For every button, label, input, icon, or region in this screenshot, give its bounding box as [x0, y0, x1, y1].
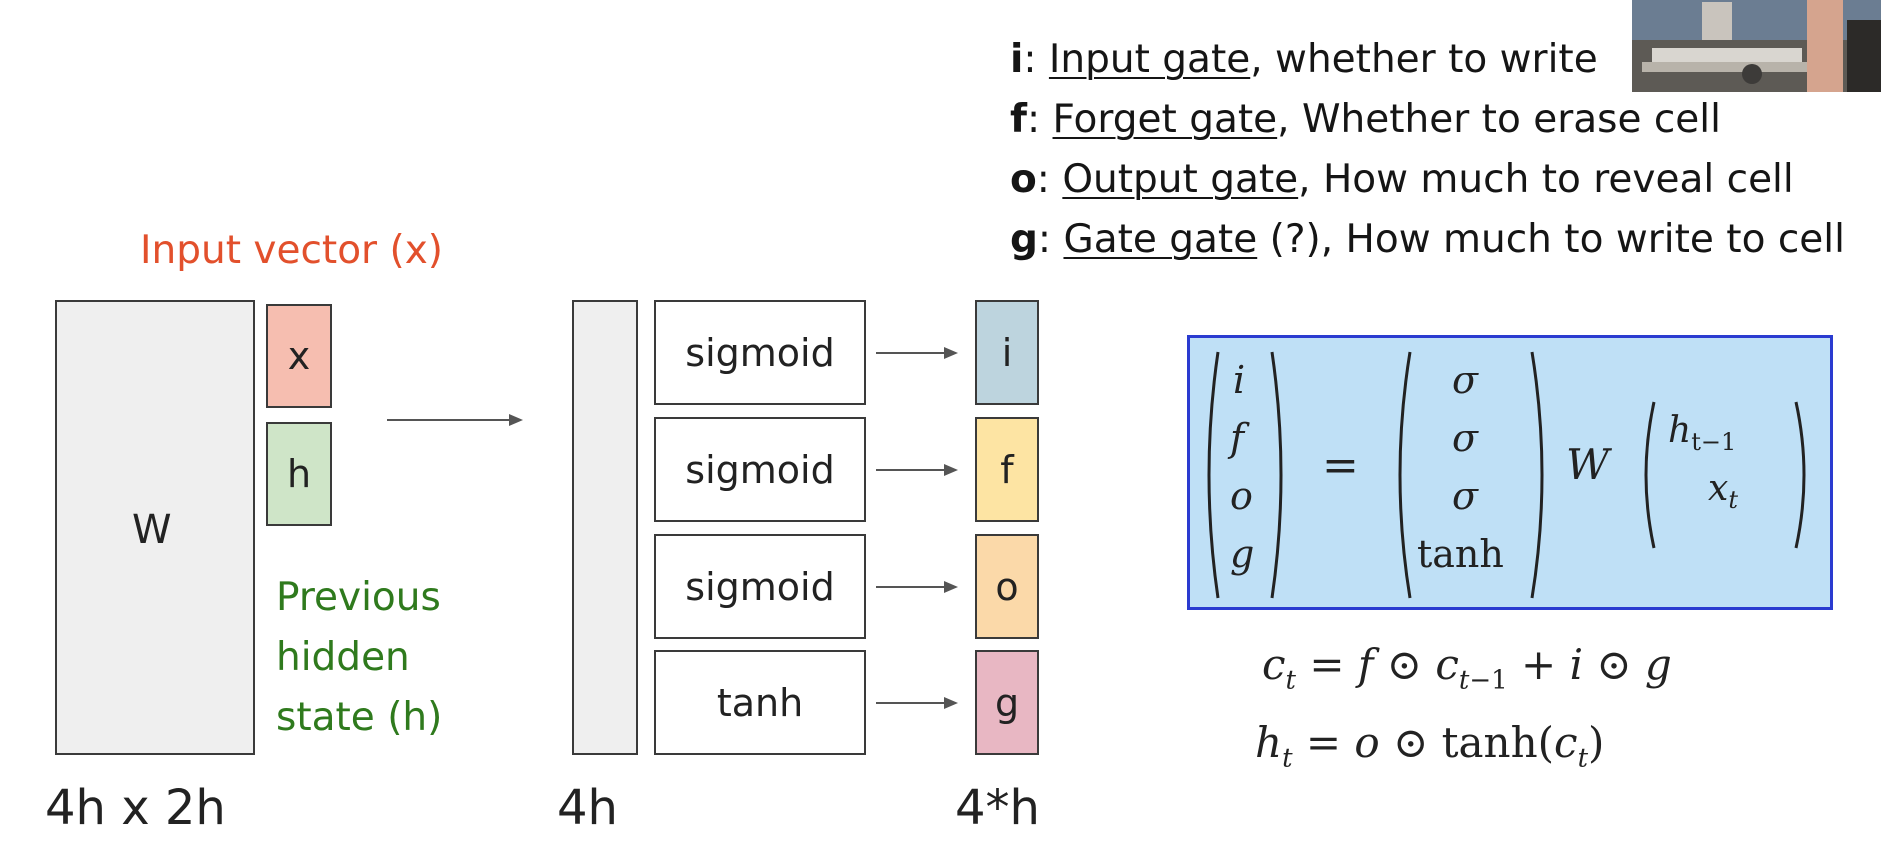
gate-box-o: o — [975, 534, 1039, 639]
function-box-sigmoid-o: sigmoid — [654, 534, 866, 639]
vec-h-symbol: h — [1668, 410, 1692, 451]
lecturer-video-icon — [1632, 0, 1881, 92]
legend-name: Output gate — [1062, 157, 1299, 202]
legend-item-g: g: Gate gate (?), How much to write to c… — [1010, 217, 1845, 262]
cell-update-equation: ct = f ⊙ ct−1 + i ⊙ g — [1262, 640, 1672, 695]
activation-dims-label: 4h — [557, 780, 618, 836]
gate-box-g: g — [975, 650, 1039, 755]
legend-name: Input gate — [1048, 37, 1251, 82]
rhs-tanh: tanh — [1417, 532, 1504, 576]
input-vector-x: x — [266, 304, 332, 408]
right-paren-icon — [1270, 351, 1283, 599]
left-paren-icon — [1207, 351, 1220, 599]
lhs-g: g — [1230, 532, 1255, 576]
legend-desc: , Whether to erase cell — [1277, 97, 1721, 142]
vec-x-t: xt — [1708, 468, 1738, 514]
transform-arrow-icon — [387, 414, 523, 426]
legend-desc: , How much to reveal cell — [1298, 157, 1794, 202]
lstm-equation-box: i f o g = σ σ σ tanh W ht−1 xt — [1187, 335, 1833, 610]
gate-dims-label: 4*h — [955, 780, 1040, 836]
lhs-f: f — [1230, 416, 1245, 460]
equals-sign: = — [1322, 440, 1359, 491]
right-paren-icon — [1530, 351, 1544, 599]
hidden-vector-h: h — [266, 422, 332, 526]
weight-dims-label: 4h x 2h — [45, 780, 226, 836]
legend-letter: g — [1010, 217, 1038, 262]
rhs-sigma: σ — [1452, 474, 1478, 518]
lhs-o: o — [1230, 474, 1253, 518]
vec-x-subscript: t — [1728, 486, 1738, 515]
matrix-w: W — [1566, 440, 1610, 489]
arrow-right-icon — [876, 581, 958, 593]
legend-item-f: f: Forget gate, Whether to erase cell — [1010, 97, 1721, 142]
vec-x-symbol: x — [1708, 468, 1729, 509]
hidden-update-equation: ht = o ⊙ tanh(ct) — [1255, 718, 1604, 773]
left-paren-icon — [1398, 351, 1412, 599]
hidden-label-line: state (h) — [276, 695, 443, 740]
rhs-sigma: σ — [1452, 416, 1478, 460]
legend-name: Gate gate — [1063, 217, 1258, 262]
legend-item-o: o: Output gate, How much to reveal cell — [1010, 157, 1794, 202]
legend-letter: i — [1010, 37, 1024, 82]
right-paren-icon — [1794, 401, 1806, 549]
arrow-right-icon — [876, 697, 958, 709]
legend-desc: , whether to write — [1250, 37, 1598, 82]
legend-item-i: i: Input gate, whether to write — [1010, 37, 1598, 82]
input-vector-label: Input vector (x) — [140, 228, 443, 273]
legend-letter: o — [1010, 157, 1037, 202]
legend-name: Forget gate — [1052, 97, 1278, 142]
arrow-right-icon — [876, 347, 958, 359]
legend-letter: f — [1010, 97, 1027, 142]
activation-vector — [572, 300, 638, 755]
hidden-state-label: Previous hidden state (h) — [276, 568, 442, 748]
lhs-i: i — [1233, 358, 1246, 402]
weight-matrix-label: W — [132, 507, 172, 553]
gate-box-f: f — [975, 417, 1039, 522]
function-box-tanh-g: tanh — [654, 650, 866, 755]
hidden-label-line: hidden — [276, 635, 410, 680]
legend-desc: (?), How much to write to cell — [1257, 217, 1845, 262]
arrow-right-icon — [876, 464, 958, 476]
function-box-sigmoid-i: sigmoid — [654, 300, 866, 405]
cell-eq-text: ct = f ⊙ ct−1 + i ⊙ g — [1262, 640, 1672, 696]
rhs-sigma: σ — [1452, 358, 1478, 402]
gate-box-i: i — [975, 300, 1039, 405]
weight-matrix: W — [55, 300, 255, 755]
webcam-inset — [1632, 0, 1881, 92]
hidden-label-line: Previous — [276, 575, 441, 620]
vec-h-prev: ht−1 — [1668, 410, 1736, 456]
left-paren-icon — [1644, 401, 1656, 549]
function-box-sigmoid-f: sigmoid — [654, 417, 866, 522]
vec-h-subscript: t−1 — [1691, 428, 1737, 457]
hidden-eq-text: ht = o ⊙ tanh(ct) — [1255, 718, 1605, 774]
